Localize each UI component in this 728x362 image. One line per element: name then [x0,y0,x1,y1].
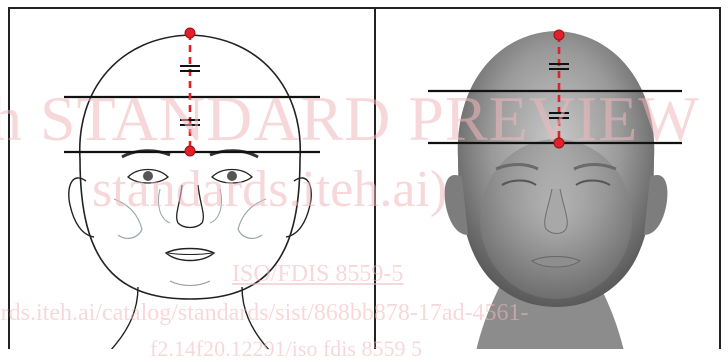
glabella-point [185,146,195,156]
neck-right [242,287,270,349]
scan-vertex-point [554,30,564,40]
vertex-point [185,28,195,38]
scan-glabella-point [554,138,564,148]
left-panel-line-drawing [8,7,376,349]
figure: h STANDARD PREVIEW standards.iteh.ai) IS… [0,0,728,349]
scan-head [376,9,721,349]
right-panel-3d-scan [374,7,721,349]
line-drawing-head [10,9,376,349]
neck-left [110,287,138,349]
